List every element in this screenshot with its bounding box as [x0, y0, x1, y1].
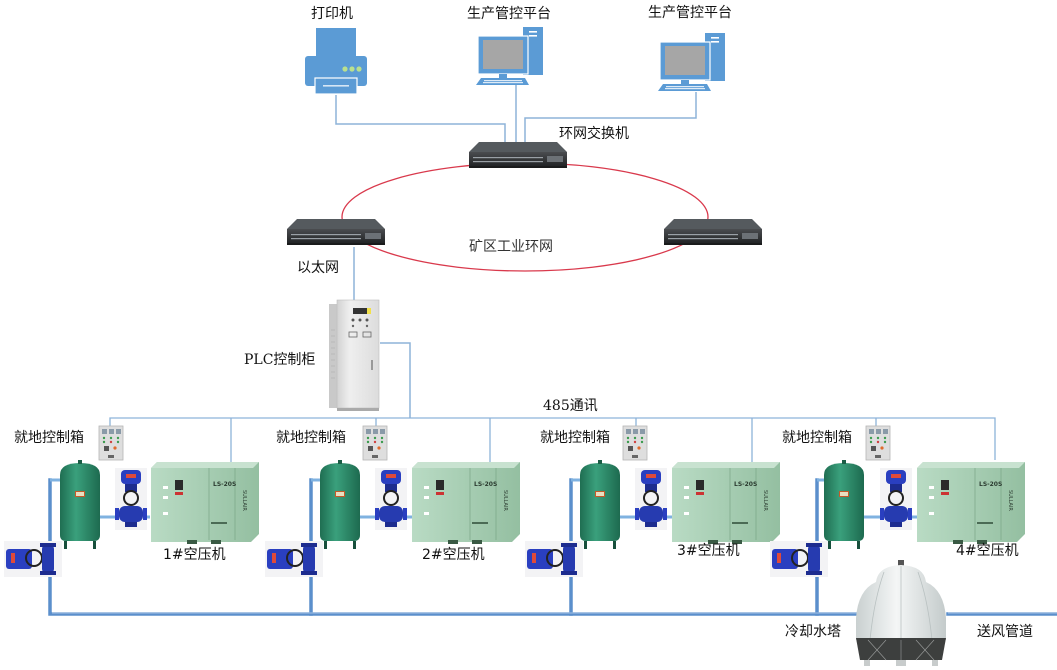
compressor-label-2: 2#空压机: [422, 547, 485, 563]
compressor-1: [150, 461, 260, 545]
ethernet-label: 以太网: [297, 260, 339, 276]
compressor-label-4: 4#空压机: [956, 543, 1019, 559]
rs485-label: 485通讯: [543, 398, 598, 414]
printer-link: [335, 95, 506, 142]
top-network-links: [335, 84, 697, 418]
air-duct-label: 送风管道: [977, 624, 1033, 640]
core-ring-switch: [469, 142, 567, 168]
local-control-box-label-1: 就地控制箱: [14, 430, 84, 446]
cooling-tower: [856, 560, 946, 666]
cooling-tower-label: 冷却水塔: [785, 624, 841, 640]
compressor-label-3: 3#空压机: [677, 543, 740, 559]
local-control-box-1: [98, 425, 124, 461]
left-ring-switch: [287, 219, 385, 245]
water-valve-4: [769, 540, 829, 578]
pc1-label: 生产管控平台: [467, 6, 551, 22]
water-valve-1: [3, 540, 63, 578]
inlet-valve-2: [374, 467, 408, 531]
inlet-valve-1: [114, 467, 148, 531]
inlet-valve-3: [634, 467, 668, 531]
plc-cabinet: [329, 299, 380, 411]
air-tank-1: [60, 460, 100, 549]
right-ring-switch: [664, 219, 762, 245]
plc-cabinet-label: PLC控制柜: [244, 352, 316, 368]
pc2-label: 生产管控平台: [648, 5, 732, 21]
pc-icon-2: [658, 33, 725, 91]
printer-label: 打印机: [311, 6, 353, 22]
air-tank-2: [320, 460, 360, 549]
compressor-2: [411, 461, 521, 545]
compressor-3: [671, 461, 781, 545]
pc2-link: [524, 92, 697, 142]
inlet-valve-4: [879, 467, 913, 531]
local-control-box-2: [362, 425, 388, 461]
air-tank-3: [580, 460, 620, 549]
pc-icon-1: [476, 27, 543, 85]
unit-3: [524, 425, 781, 578]
local-control-box-label-4: 就地控制箱: [782, 430, 852, 446]
compressor-label-1: 1#空压机: [163, 547, 226, 563]
ring-network-label: 矿区工业环网: [469, 239, 553, 255]
plc-to-bus-link: [380, 342, 411, 418]
local-control-box-label-2: 就地控制箱: [276, 430, 346, 446]
local-control-box-label-3: 就地控制箱: [540, 430, 610, 446]
local-control-box-3: [622, 425, 648, 461]
local-control-box-4: [865, 425, 891, 461]
water-valve-3: [524, 540, 584, 578]
compressor-4: [916, 461, 1026, 545]
printer-icon: [305, 28, 367, 95]
water-valve-2: [264, 540, 324, 578]
core-switch-label: 环网交换机: [559, 126, 629, 142]
air-tank-4: [824, 460, 864, 549]
